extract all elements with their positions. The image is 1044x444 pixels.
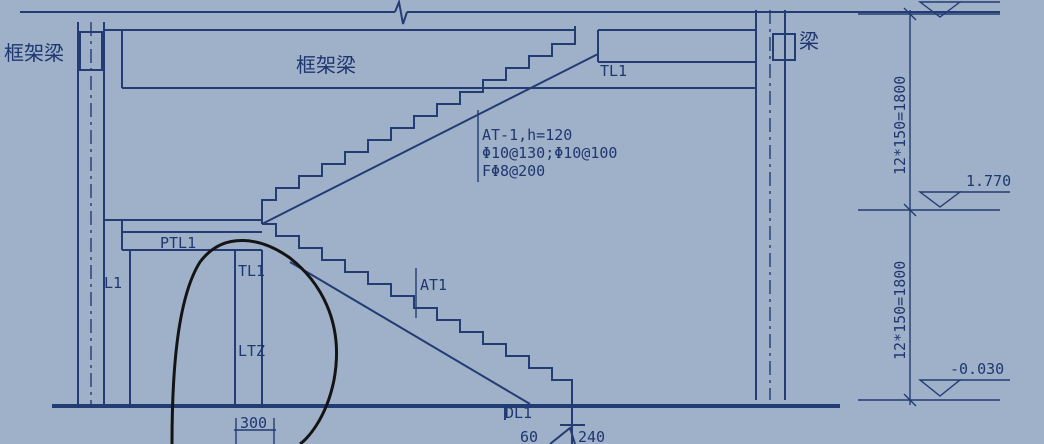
hand-drawn-marker <box>170 239 339 444</box>
spec-leader <box>415 110 479 318</box>
label-l1: L1 <box>104 274 122 292</box>
dim-lower-flight: 12*150=1800 <box>891 261 909 360</box>
dim-300-label: 300 <box>240 414 267 432</box>
top-frame-beam <box>20 0 1000 89</box>
label-tl1-top: TL1 <box>600 62 627 80</box>
label-at1: AT1 <box>420 276 447 294</box>
dim-240-label: 240 <box>578 428 605 444</box>
elevation-axis <box>858 1 1010 407</box>
spec-line-3: FΦ8@200 <box>482 162 545 180</box>
dim-60-label: 60 <box>520 428 538 444</box>
label-frame-beam-left: 框架梁 <box>4 41 64 65</box>
label-frame-beam-center: 框架梁 <box>296 53 356 77</box>
mid-landing <box>104 219 263 408</box>
spec-line-2: Φ10@130;Φ10@100 <box>482 144 617 162</box>
spec-line-1: AT-1,h=120 <box>482 126 572 144</box>
upper-flight-at1 <box>261 26 756 225</box>
left-column <box>77 22 105 408</box>
ground-line <box>52 404 840 444</box>
label-beam-right: 梁 <box>799 29 819 53</box>
label-ltz: LTZ <box>238 342 265 360</box>
elevation-ground: -0.030 <box>950 360 1004 378</box>
label-ptl1: PTL1 <box>160 234 196 252</box>
dim-upper-flight: 12*150=1800 <box>891 76 909 175</box>
label-tl1-mid: TL1 <box>238 262 265 280</box>
lower-flight-at1 <box>262 223 573 405</box>
elevation-mid-landing: 1.770 <box>966 172 1011 190</box>
right-column <box>755 10 796 400</box>
dimension-300 <box>234 418 276 444</box>
label-dl1: DL1 <box>505 404 532 422</box>
